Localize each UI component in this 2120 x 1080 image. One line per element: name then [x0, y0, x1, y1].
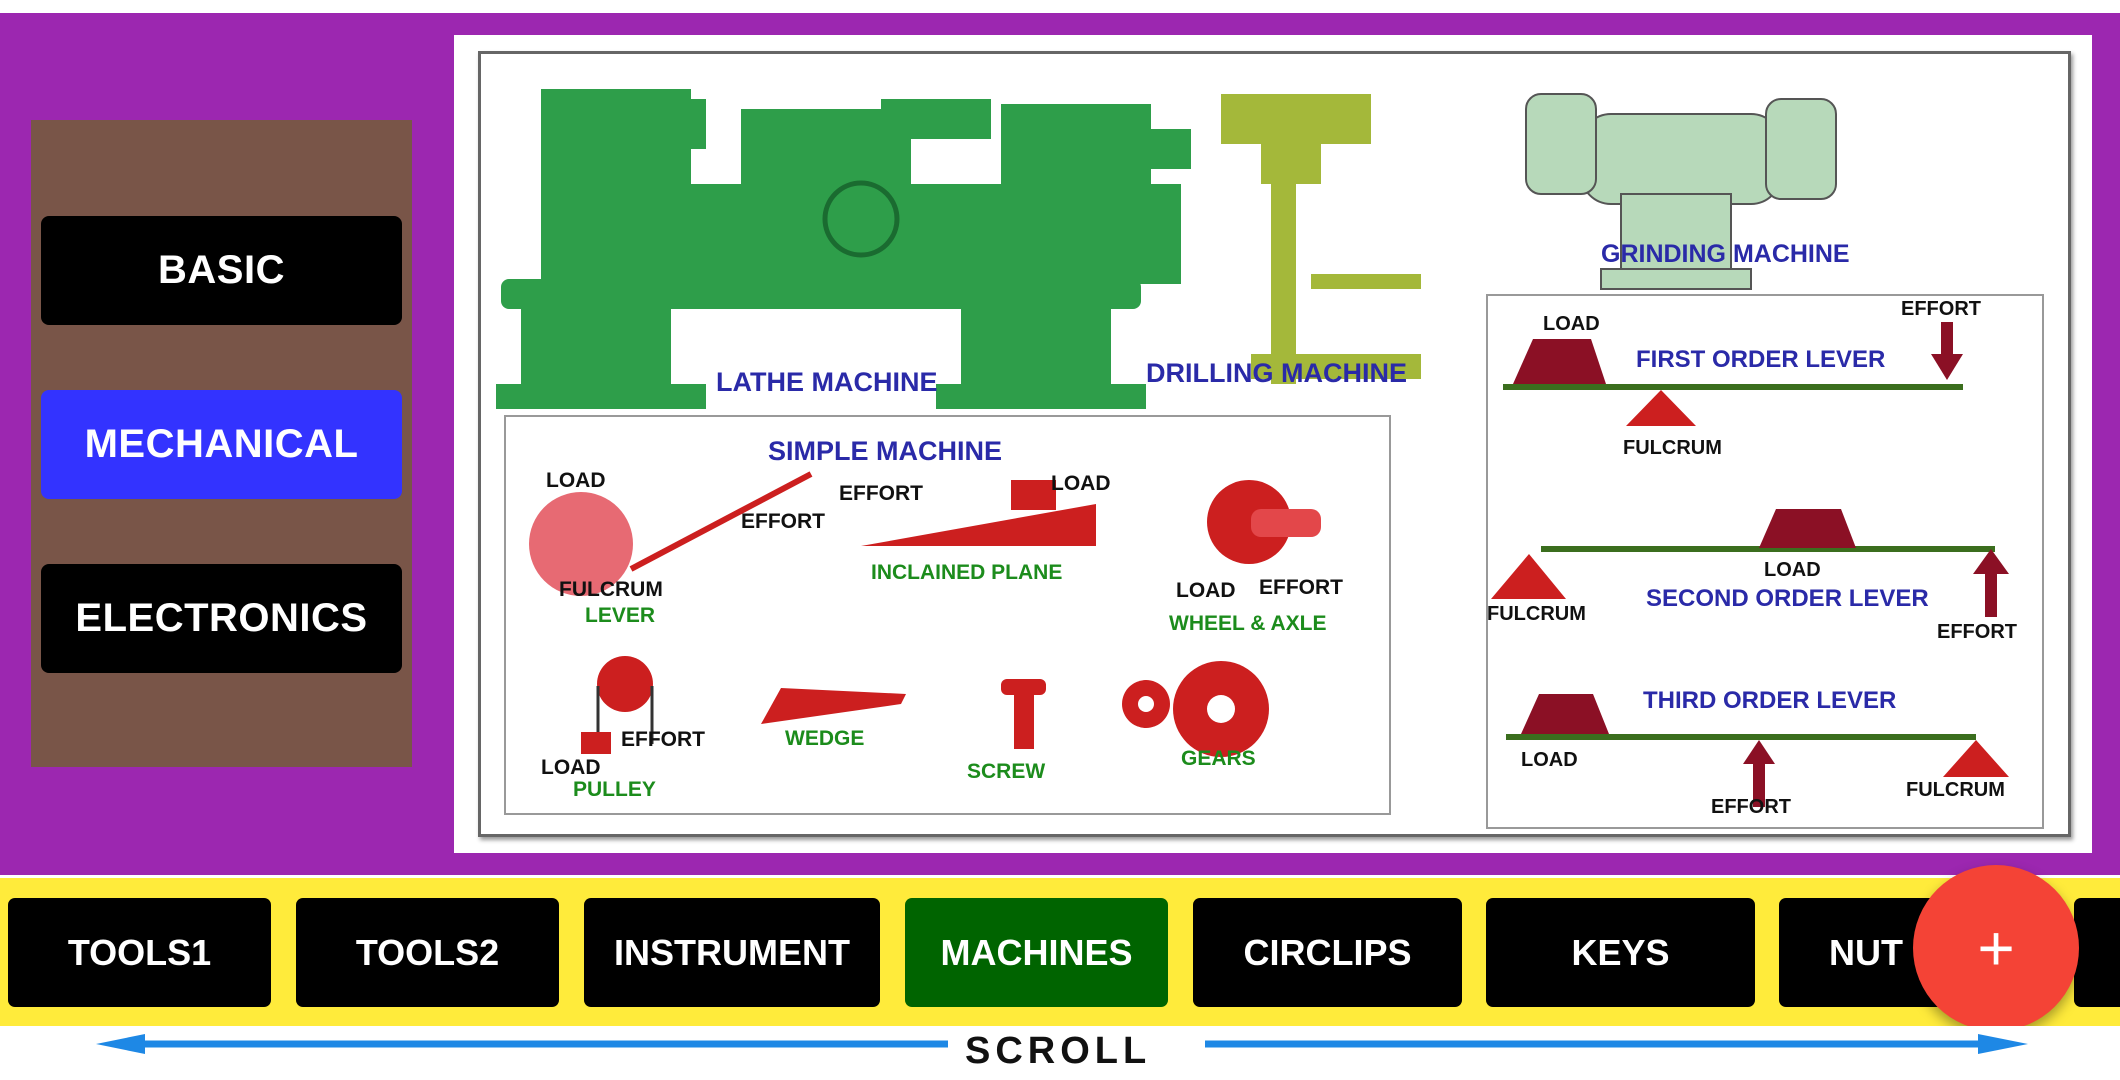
scroll-arrows-icon [96, 1034, 2028, 1054]
plane-effort-label: EFFORT [839, 482, 923, 505]
pulley-effort-label: EFFORT [621, 728, 705, 751]
lathe-machine-label: LATHE MACHINE [716, 367, 938, 397]
lever-effort-label: EFFORT [741, 510, 825, 533]
diagram-canvas: LATHE MACHINE DRILLING MACHINE GRINDING … [478, 51, 2071, 837]
second-order-fulcrum-label: FULCRUM [1487, 603, 1586, 625]
pulley-load-label: LOAD [541, 756, 601, 779]
first-order-load-label: LOAD [1543, 313, 1600, 335]
machines-illustration [496, 89, 2044, 829]
category-basic-button[interactable]: BASIC [41, 216, 402, 325]
tab-tools2[interactable]: TOOLS2 [296, 898, 559, 1007]
category-mechanical-button[interactable]: MECHANICAL [41, 390, 402, 499]
category-sidebar: BASIC MECHANICAL ELECTRONICS [31, 120, 412, 767]
lever-load-label: LOAD [546, 469, 606, 492]
second-order-lever-label: SECOND ORDER LEVER [1646, 585, 1929, 612]
category-electronics-button[interactable]: ELECTRONICS [41, 564, 402, 673]
second-order-load-label: LOAD [1764, 559, 1821, 581]
gears-label: GEARS [1181, 747, 1256, 770]
third-order-lever-label: THIRD ORDER LEVER [1643, 687, 1897, 714]
plane-load-label: LOAD [1051, 472, 1111, 495]
first-order-effort-label: EFFORT [1901, 298, 1981, 320]
wedge-label: WEDGE [785, 727, 865, 750]
wheel-load-label: LOAD [1176, 579, 1236, 602]
third-order-fulcrum-label: FULCRUM [1906, 779, 2005, 801]
pulley-label: PULLEY [573, 778, 656, 801]
screw-label: SCREW [967, 760, 1046, 783]
first-order-fulcrum-label: FULCRUM [1623, 437, 1722, 459]
lever-fulcrum-label: FULCRUM [559, 578, 663, 601]
simple-machine-label: SIMPLE MACHINE [768, 436, 1003, 466]
tab-tools1[interactable]: TOOLS1 [8, 898, 271, 1007]
tab-machines[interactable]: MACHINES [905, 898, 1168, 1007]
second-order-effort-label: EFFORT [1937, 621, 2017, 643]
grinding-machine-label: GRINDING MACHINE [1601, 240, 1850, 268]
tab-keys[interactable]: KEYS [1486, 898, 1755, 1007]
inclined-plane-label: INCLAINED PLANE [871, 561, 1063, 584]
wheel-effort-label: EFFORT [1259, 576, 1343, 599]
first-order-lever-label: FIRST ORDER LEVER [1636, 346, 1886, 373]
drilling-machine-label: DRILLING MACHINE [1146, 358, 1407, 388]
add-fab-button[interactable]: + [1913, 865, 2079, 1031]
third-order-effort-label: EFFORT [1711, 796, 1791, 818]
scroll-label: SCROLL [965, 1030, 1152, 1072]
third-order-load-label: LOAD [1521, 749, 1578, 771]
tab-circlips[interactable]: CIRCLIPS [1193, 898, 1462, 1007]
lever-label: LEVER [585, 604, 656, 627]
bottom-tab-bar: TOOLS1 TOOLS2 INSTRUMENT MACHINES CIRCLI… [0, 878, 2120, 1026]
tab-instrument[interactable]: INSTRUMENT [584, 898, 880, 1007]
machines-diagram-image: LATHE MACHINE DRILLING MACHINE GRINDING … [454, 35, 2092, 853]
tab-next-partial[interactable] [2074, 898, 2120, 1007]
wheel-axle-label: WHEEL & AXLE [1169, 612, 1327, 635]
scroll-hint: SCROLL [0, 1026, 2120, 1080]
